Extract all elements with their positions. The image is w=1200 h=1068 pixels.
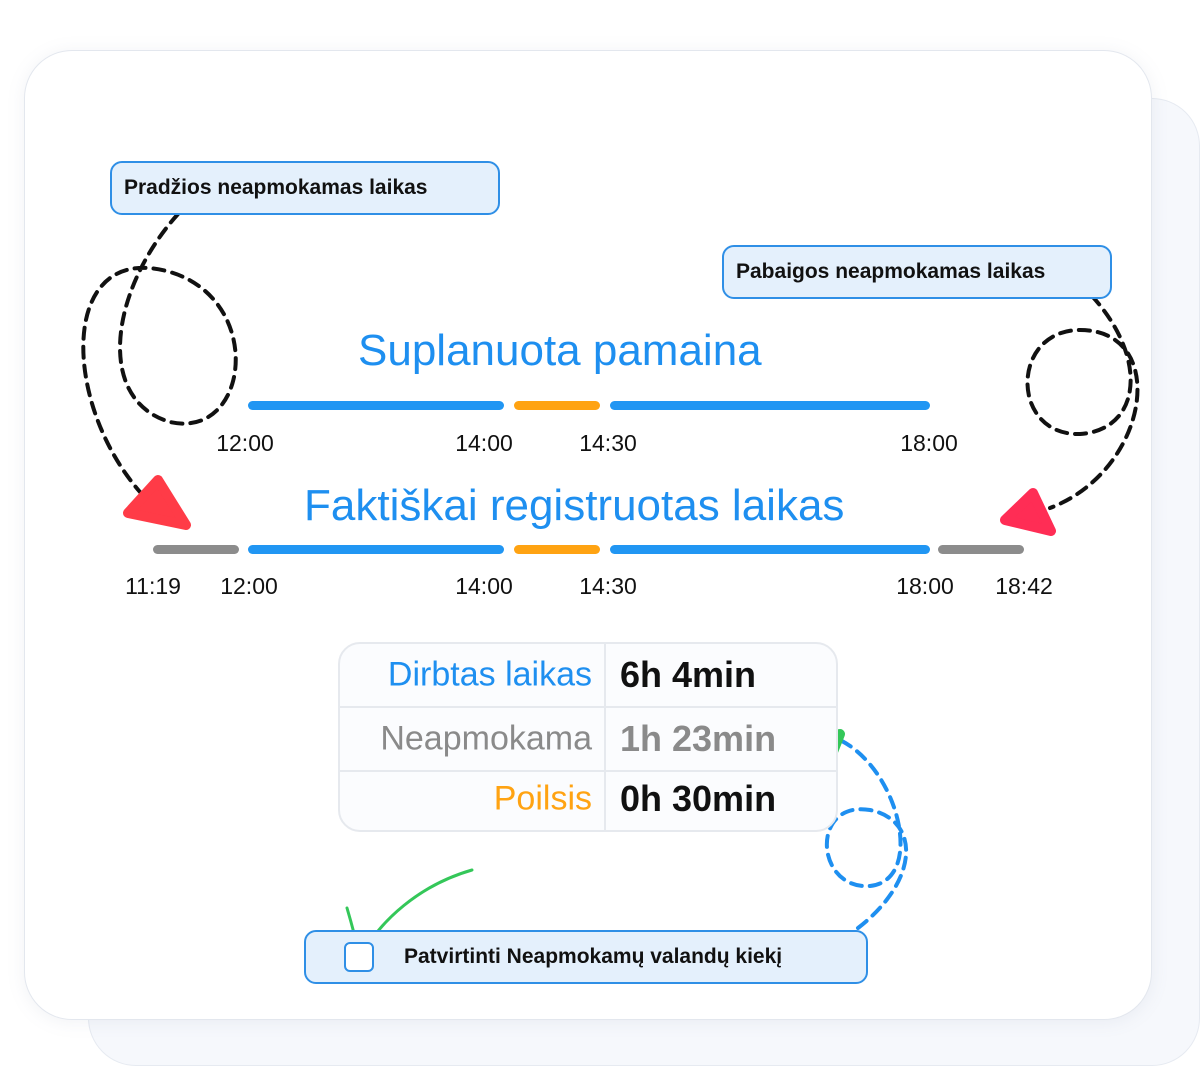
planned-work-segment-2: [610, 401, 930, 410]
planned-work-segment-1: [248, 401, 504, 410]
unpaid-time-label: Neapmokama: [380, 719, 592, 758]
end-marker-icon: [1000, 488, 1056, 536]
actual-unpaid-end-segment: [938, 545, 1024, 554]
confirm-label: Patvirtinti Neapmokamų valandų kiekį: [404, 945, 783, 968]
summary-row-worked: Dirbtas laikas 6h 4min: [340, 644, 836, 706]
summary-column-divider: [604, 644, 606, 830]
planned-tick: 12:00: [216, 430, 274, 456]
actual-work-segment-2: [610, 545, 930, 554]
actual-unpaid-start-segment: [153, 545, 239, 554]
summary-table: Dirbtas laikas 6h 4min Neapmokama 1h 23m…: [338, 642, 838, 832]
confirm-unpaid-hours[interactable]: Patvirtinti Neapmokamų valandų kiekį: [304, 930, 868, 984]
end-unpaid-callout: Pabaigos neapmokamas laikas: [722, 245, 1112, 299]
summary-row-break: Poilsis 0h 30min: [340, 768, 836, 830]
start-arrow-path: [81, 212, 238, 494]
actual-tick: 11:19: [125, 573, 181, 599]
actual-work-segment-1: [248, 545, 504, 554]
planned-tick: 14:30: [579, 430, 637, 456]
end-arrow-path: [1025, 294, 1140, 510]
planned-shift-title: Suplanuota pamaina: [358, 326, 762, 375]
worked-time-label: Dirbtas laikas: [387, 655, 592, 694]
actual-break-segment: [514, 545, 600, 554]
worked-time-value: 6h 4min: [620, 654, 757, 695]
summary-row-unpaid: Neapmokama 1h 23min: [340, 706, 836, 772]
planned-break-segment: [514, 401, 600, 410]
actual-tick: 12:00: [220, 573, 278, 599]
unpaid-time-value: 1h 23min: [620, 718, 777, 759]
actual-tick: 18:42: [995, 573, 1053, 599]
planned-tick: 14:00: [455, 430, 513, 456]
actual-time-title: Faktiškai registruotas laikas: [304, 481, 845, 530]
planned-tick: 18:00: [900, 430, 958, 456]
start-unpaid-callout: Pradžios neapmokamas laikas: [110, 161, 500, 215]
start-unpaid-callout-text: Pradžios neapmokamas laikas: [124, 176, 428, 199]
actual-tick: 14:00: [455, 573, 513, 599]
actual-tick: 18:00: [896, 573, 954, 599]
break-time-label: Poilsis: [493, 779, 592, 818]
end-unpaid-callout-text: Pabaigos neapmokamas laikas: [736, 260, 1046, 283]
confirm-checkbox[interactable]: [344, 942, 374, 972]
actual-tick: 14:30: [579, 573, 637, 599]
confirm-arrow-path: [824, 738, 908, 930]
start-marker-icon: [123, 475, 191, 530]
break-time-value: 0h 30min: [620, 778, 777, 819]
